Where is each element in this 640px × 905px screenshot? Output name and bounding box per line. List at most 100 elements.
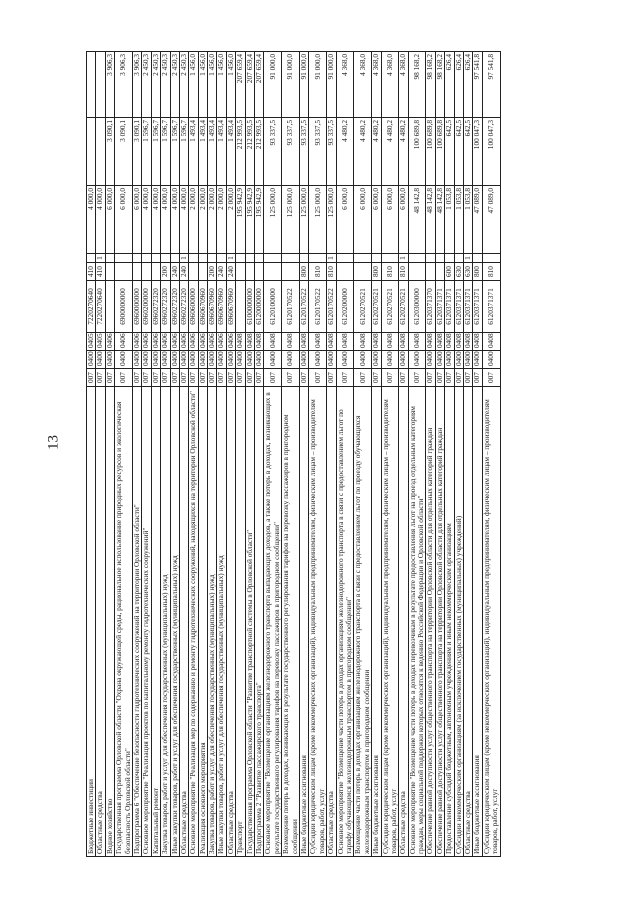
section-code: 0400 [425, 350, 436, 369]
row-name: Предоставление субсидий бюджетным, автон… [444, 386, 455, 857]
funding-flag [353, 253, 372, 263]
amount-year-3: 4 368,0 [398, 51, 409, 118]
subsection-code: 0408 [299, 332, 309, 351]
amount-year-3: 3 906,3 [114, 51, 133, 118]
ministry-code: 007 [463, 368, 473, 387]
amount-year-3: 4 368,0 [353, 51, 372, 118]
ministry-code: 007 [226, 368, 236, 387]
funding-flag [114, 253, 133, 263]
amount-year-1: 2 000,0 [216, 185, 227, 254]
amount-year-1: 125 000,0 [263, 185, 282, 254]
amount-year-1: 2 000,0 [226, 185, 236, 254]
funding-flag [216, 253, 227, 263]
amount-year-2: 100 047,3 [472, 117, 483, 186]
subsection-code: 0408 [326, 332, 337, 351]
row-name: Иные закупки товаров, работ и услуг для … [170, 386, 180, 857]
amount-year-1: 48 142,8 [425, 185, 436, 254]
section-code: 0400 [188, 350, 199, 369]
subsection-code: 0408 [454, 332, 464, 351]
amount-year-2: 1 596,7 [141, 117, 152, 186]
amount-year-1: 4 000,0 [95, 185, 106, 254]
target-article-code: 6120270521 [353, 280, 372, 333]
table-row: Основное мероприятие "Возмещение организ… [263, 51, 282, 857]
amount-year-3: 98 168,2 [435, 51, 445, 118]
row-name: Основное мероприятие "Возмещение организ… [263, 386, 282, 857]
section-code: 0400 [226, 350, 236, 369]
target-article-code: 6960670960 [198, 280, 208, 333]
ministry-code: 007 [151, 368, 161, 387]
amount-year-1: 48 142,8 [408, 185, 426, 254]
subsection-code: 0406 [132, 332, 142, 351]
amount-year-2: 4 480,2 [336, 117, 354, 186]
amount-year-2: 93 337,5 [326, 117, 337, 186]
row-name: Бюджетные инвестиции [86, 386, 96, 857]
row-name: Областные средства [326, 386, 337, 857]
funding-flag [151, 253, 161, 263]
target-article-code: 6120371371 [444, 280, 455, 333]
subsection-code: 0405 [86, 332, 96, 351]
amount-year-3: 1 456,0 [207, 51, 217, 118]
amount-year-1: 4 000,0 [141, 185, 152, 254]
subsection-code: 0408 [308, 332, 327, 351]
subsection-code: 0406 [151, 332, 161, 351]
amount-year-2: 212 993,5 [245, 117, 255, 186]
target-article-code: 6120371371 [435, 280, 445, 333]
section-code: 0400 [482, 350, 501, 369]
section-code: 0400 [207, 350, 217, 369]
amount-year-1: 125 000,0 [299, 185, 309, 254]
amount-year-1: 2 000,0 [207, 185, 217, 254]
table-row: Субсидии юридическим лицам (кроме некомм… [308, 51, 327, 857]
funding-flag [308, 253, 327, 263]
target-article-code: 7220270640 [86, 280, 96, 333]
subsection-code: 0408 [381, 332, 399, 351]
amount-year-3: 98 168,2 [408, 51, 426, 118]
amount-year-3: 2 450,3 [141, 51, 152, 118]
amount-year-3: 4 368,0 [381, 51, 399, 118]
target-article-code: 6120270521 [398, 280, 409, 333]
table-row: Возмещение потерь в доходах, возникающих… [281, 51, 300, 857]
subsection-code: 0408 [435, 332, 445, 351]
table-row: Обеспечение равной доступности услуг общ… [435, 51, 445, 857]
amount-year-1: 4 000,0 [160, 185, 171, 254]
target-article-code: 6900000000 [114, 280, 133, 333]
section-code: 0400 [105, 350, 115, 369]
target-article-code: 6120300000 [408, 280, 426, 333]
section-code: 0400 [381, 350, 399, 369]
subsection-code: 0406 [170, 332, 180, 351]
funding-flag [371, 253, 381, 263]
ministry-code: 007 [281, 368, 300, 387]
ministry-code: 007 [235, 368, 246, 387]
expense-type-code: 810 [398, 262, 409, 281]
amount-year-1: 6 000,0 [114, 185, 133, 254]
section-code: 0400 [141, 350, 152, 369]
funding-flag [482, 253, 501, 263]
section-code: 0400 [444, 350, 455, 369]
table-row: Иные закупки товаров, работ и услуг для … [170, 51, 180, 857]
amount-year-3: 207 659,4 [245, 51, 255, 118]
section-code: 0400 [245, 350, 255, 369]
subsection-code: 0408 [444, 332, 455, 351]
subsection-code: 0408 [281, 332, 300, 351]
amount-year-1: 2 000,0 [198, 185, 208, 254]
ministry-code: 007 [381, 368, 399, 387]
amount-year-2: 1 596,7 [170, 117, 180, 186]
expense-type-code [254, 262, 264, 281]
table-row: Основное мероприятие "Возмещение части п… [336, 51, 354, 857]
subsection-code: 0405 [95, 332, 106, 351]
subsection-code: 0408 [398, 332, 409, 351]
target-article-code: 6960000000 [132, 280, 142, 333]
table-row: Подпрограмма 6 "Обеспечение безопасности… [132, 51, 142, 857]
expense-type-code: 800 [299, 262, 309, 281]
expense-type-code [263, 262, 282, 281]
subsection-code: 0408 [408, 332, 426, 351]
funding-flag [132, 253, 142, 263]
row-name: Основное мероприятие "Реализация мер по … [188, 386, 199, 857]
row-name: Основное мероприятие "Возмещение части п… [408, 386, 426, 857]
ministry-code: 007 [160, 368, 171, 387]
funding-flag [235, 253, 246, 263]
ministry-code: 007 [398, 368, 409, 387]
